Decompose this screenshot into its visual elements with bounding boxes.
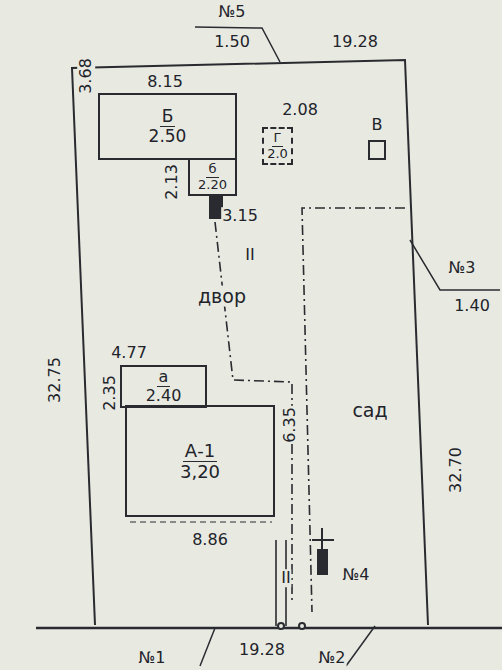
building-box: Б2.50 [98,93,237,160]
building-letter: а [157,368,171,387]
building-box: б2.20 [188,158,237,196]
plan-label: 8.86 [191,531,229,549]
plan-label: 4.77 [110,344,148,362]
building-letter: А-1 [183,441,217,462]
plan-label: №5 [218,3,247,21]
plan-label: сад [351,400,388,421]
plan-label: двор [197,286,247,307]
plan-label: №3 [448,259,477,277]
building-letter: Б [160,107,176,127]
building-height: 2.40 [144,387,184,405]
plan-label: 2.08 [281,101,319,119]
plan-label: 1.40 [453,297,491,315]
building-height: 2.0 [265,147,290,161]
building-box: а2.40 [120,365,207,408]
plan-label: 19.28 [331,33,379,51]
building-box: Г2.0 [262,127,293,165]
building-letter: б [206,162,218,177]
plan-label: 8.15 [146,73,184,91]
plan-label: 2.13 [163,163,181,201]
building-box: В [368,140,386,160]
building-height: 2.50 [147,127,189,146]
plan-label: 3.15 [221,207,259,225]
building-height: 3,20 [178,462,222,482]
plan-label: №2 [318,649,347,667]
plan-label: 32.75 [46,356,64,404]
plan-label: 1.50 [213,33,251,51]
building-letter: Г [272,131,284,146]
plan-label: 32.70 [447,446,465,494]
plan-label: 2.35 [101,374,119,412]
plan-label: II [280,569,291,587]
building-height: 2.20 [196,178,229,192]
building-letter: В [370,116,385,134]
plan-label: 6.35 [281,406,299,444]
plan-label: II [244,246,255,264]
plan-label: №4 [342,566,371,584]
building-box: А-13,20 [125,405,275,517]
plan-label: №1 [138,649,167,667]
plan-label: 3.68 [77,57,95,95]
plan-label: 19.28 [238,641,286,659]
